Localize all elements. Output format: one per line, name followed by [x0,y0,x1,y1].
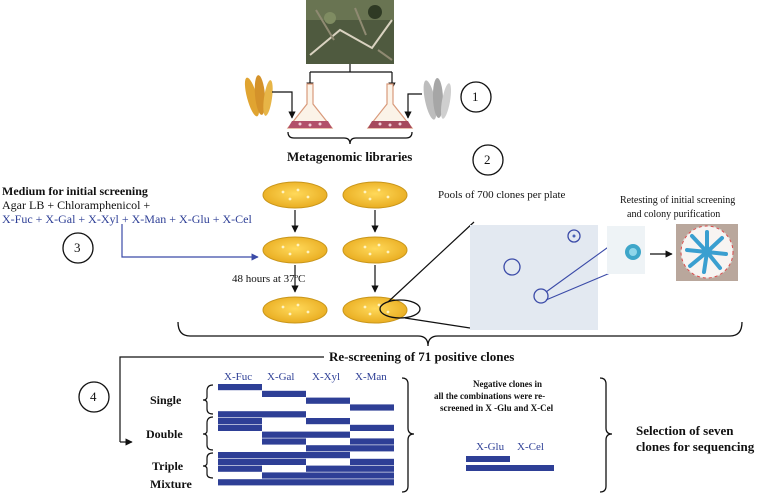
matrix-cell [262,472,306,479]
matrix-cell [306,452,350,459]
glu-cel-matrix [466,456,554,471]
matrix-cell [218,411,262,418]
selection-line-2: clones for sequencing [636,439,755,454]
step-3-circle [62,232,94,264]
selection-line-1: Selection of seven [636,423,734,438]
matrix-cell [306,431,350,438]
matrix-cell [350,458,394,465]
matrix-cell [306,397,350,404]
col-x-gal: X-Gal [267,371,295,383]
matrix-cell [262,479,306,486]
petri-dish [262,181,408,324]
pools-label: Pools of 700 clones per plate [438,189,566,201]
rescreening-brace [177,321,743,347]
incubation-label: 48 hours at 37ºC [232,273,306,285]
libraries-brace [287,131,413,145]
matrix-cell [218,479,262,486]
matrix-cell [350,472,394,479]
step-1-circle [460,81,492,113]
matrix-cell [262,390,306,397]
col-x-fuc: X-Fuc [224,371,253,383]
wheat-straw-icon [244,75,273,117]
blue-colony-photo [607,226,645,274]
step-4-circle [78,381,110,413]
matrix-cell [218,418,262,425]
col-x-cel: X-Cel [517,441,544,453]
medium-substrates: X-Fuc + X-Gal + X-Xyl + X-Man + X-Glu + … [2,212,252,226]
col-x-xyl: X-Xyl [312,371,341,383]
soil-photo [306,0,394,64]
step-1-label: 1 [472,89,479,104]
matrix-cell [306,418,350,425]
step-3-label: 3 [74,240,81,255]
negative-note-1: Negative clones in [473,379,542,389]
negative-note-2: all the combinations were re- [434,391,546,401]
step-2-label: 2 [484,152,491,167]
matrix-cell [218,452,262,459]
matrix-cell [218,465,262,472]
combination-matrix [218,384,394,486]
flask-left [286,83,334,129]
matrix-cell [306,479,350,486]
group-mixture: Mixture [150,477,192,491]
matrix-cell [350,445,394,452]
matrix-cell [350,465,394,472]
grey-straw-icon [423,78,452,120]
col-x-man: X-Man [355,371,387,383]
matrix-cell [306,465,350,472]
medium-base: Agar LB + Chloramphenicol + [2,198,151,212]
col-x-glu: X-Glu [476,441,505,453]
medium-title: Medium for initial screening [2,184,148,198]
matrix-cell [262,452,306,459]
retesting-line-2: and colony purification [627,209,721,220]
matrix-cell [350,438,394,445]
matrix-cell [262,458,306,465]
matrix-cell [262,431,306,438]
group-single: Single [150,393,182,407]
matrix-cell [350,479,394,486]
group-double: Double [146,427,183,441]
group-triple: Triple [152,459,184,473]
matrix-cell [306,472,350,479]
matrix-cell [218,458,262,465]
matrix-cell [350,404,394,411]
rescreening-label: Re-screening of 71 positive clones [329,349,515,364]
matrix-cell [262,438,306,445]
negative-note-3: screened in X -Glu and X-Cel [440,403,554,413]
glu-cel-cell [510,465,554,471]
row-group-braces [202,384,214,479]
flask-right [366,83,414,129]
matrix-cell [218,424,262,431]
glu-cel-cell [466,465,510,471]
retesting-line-1: Retesting of initial screening [620,195,736,206]
glu-cel-cell [466,456,510,462]
libraries-label: Metagenomic libraries [287,149,413,164]
matrix-cell [350,424,394,431]
retest-plate-photo [676,224,738,281]
matrix-cell [306,445,350,452]
step-2-circle [472,144,504,176]
matrix-cell [262,411,306,418]
plate-closeup-photo [470,225,598,330]
matrix-cell [218,384,262,391]
zoom-circle [379,299,421,319]
step-4-label: 4 [90,389,97,404]
